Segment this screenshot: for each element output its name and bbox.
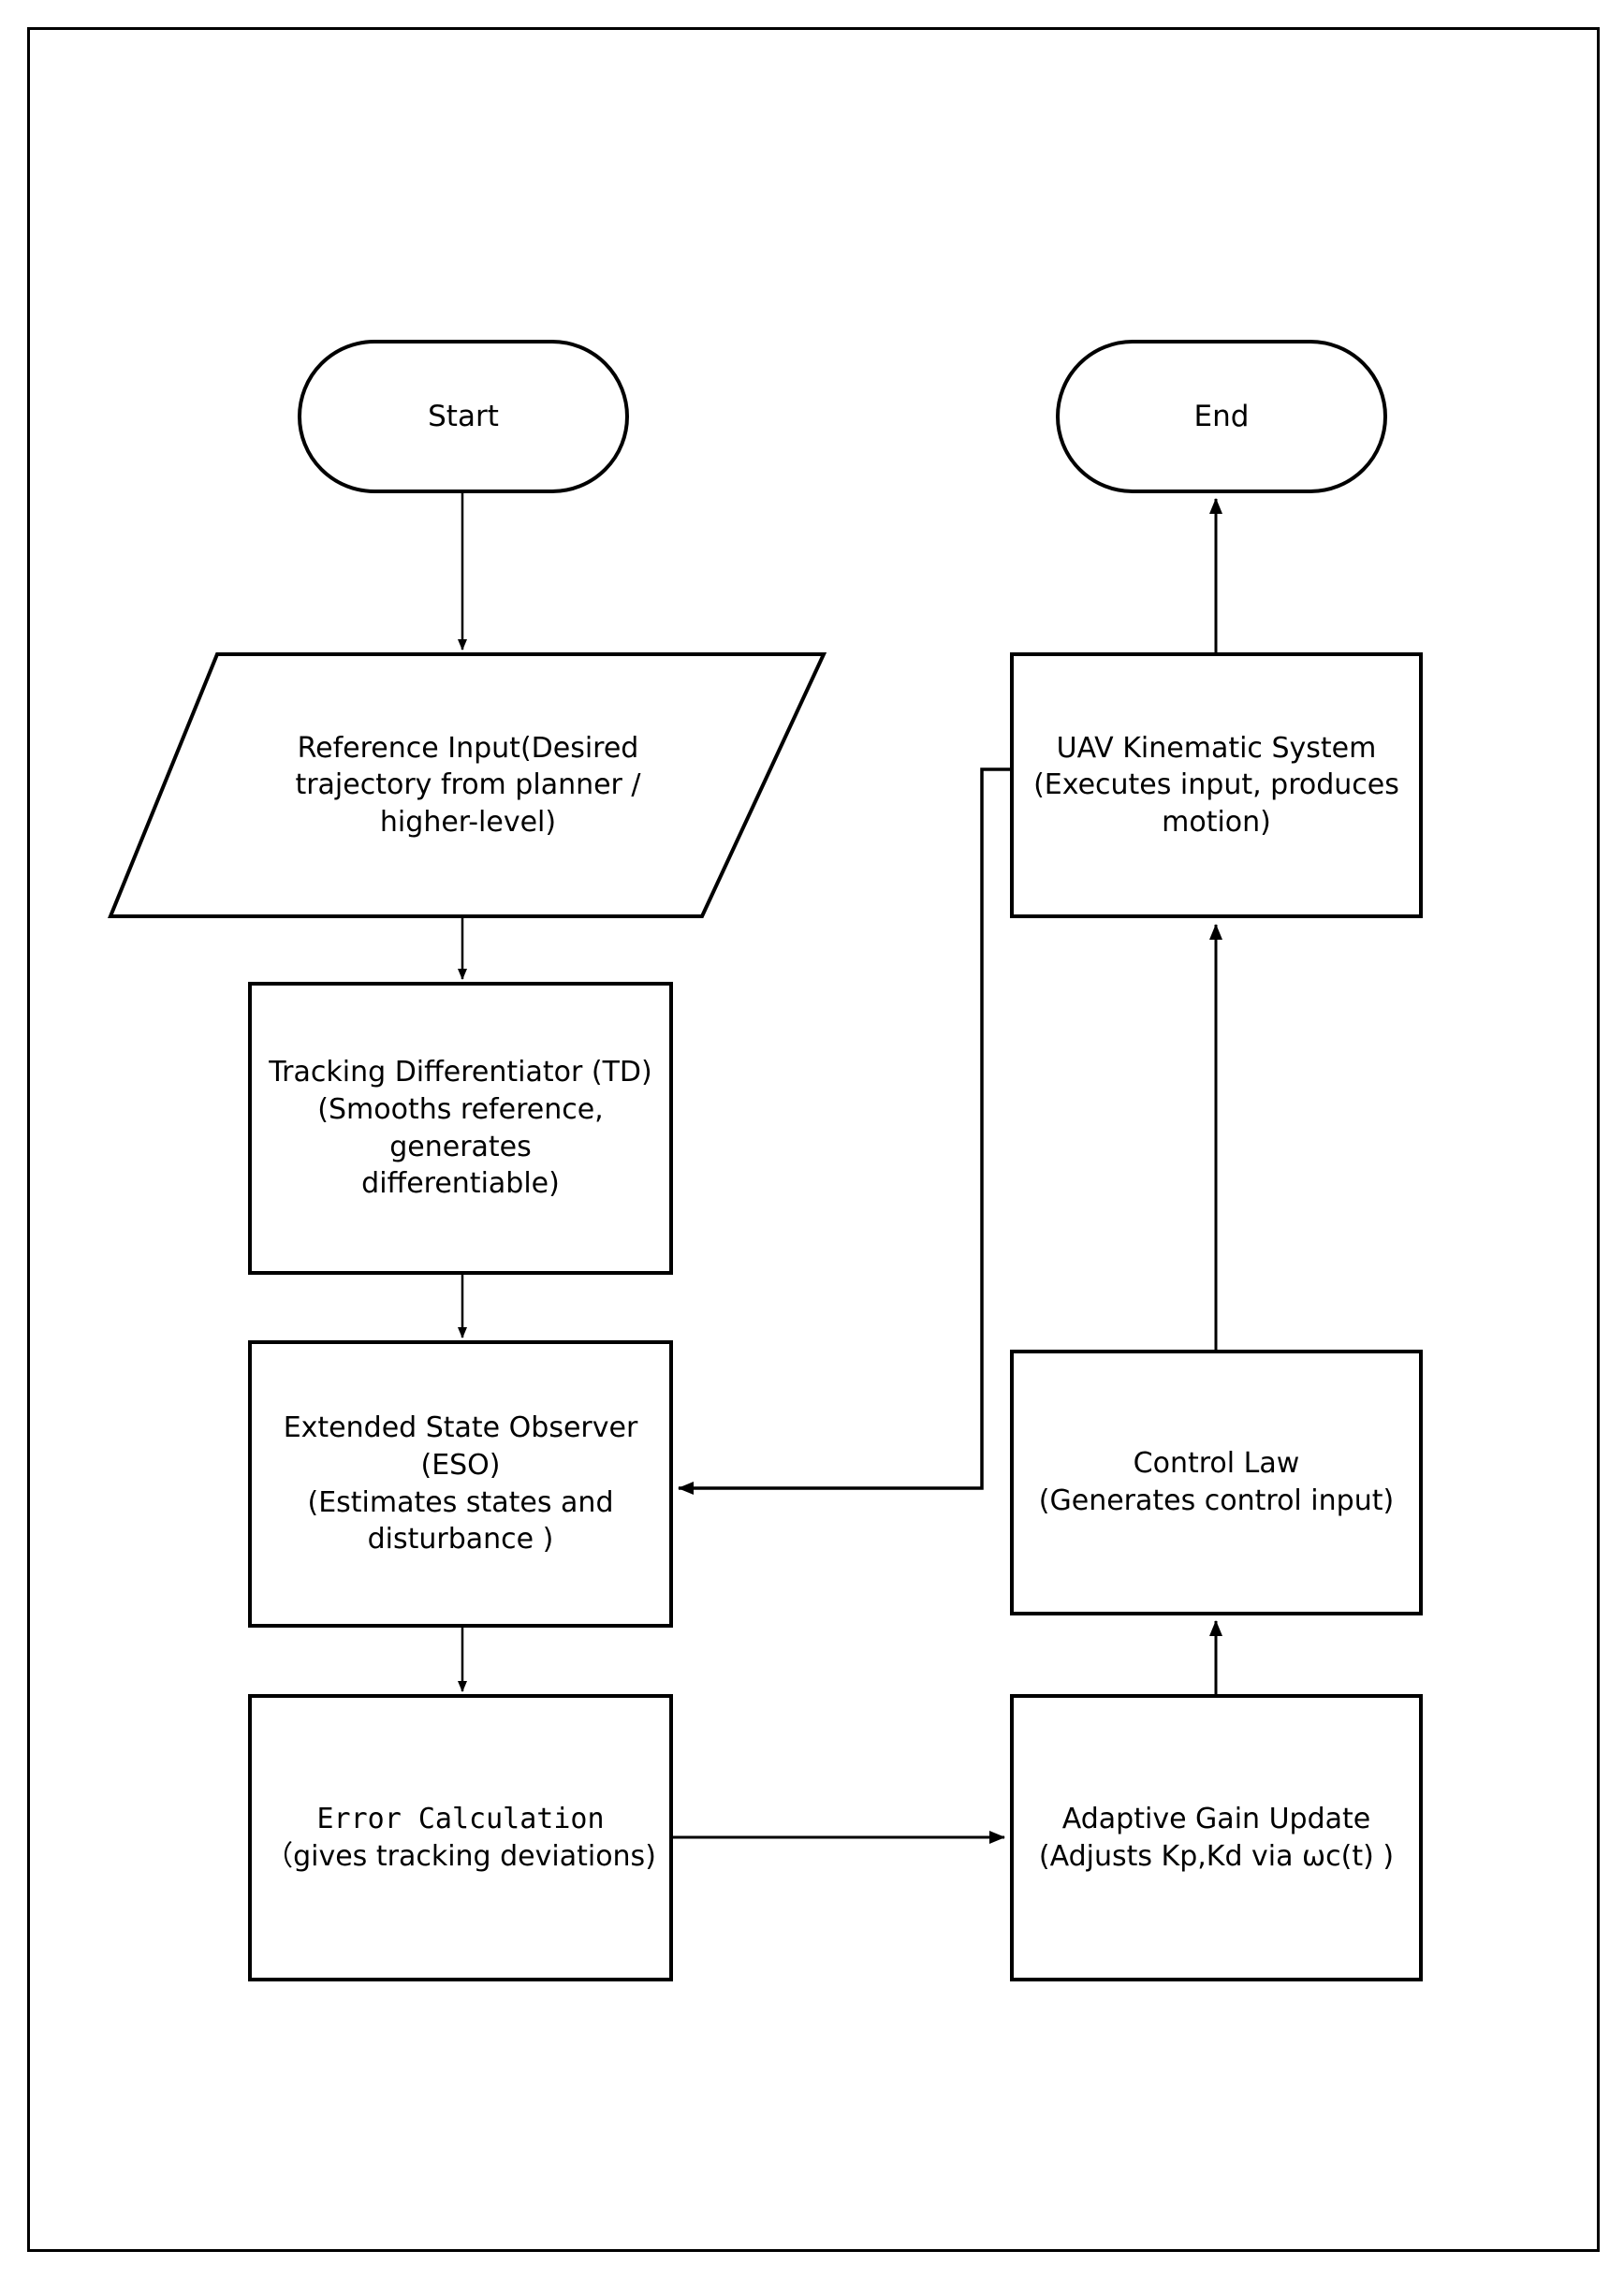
edge-uav-feedback-to-extended-state-observer xyxy=(678,767,1012,1495)
node-adaptive-gain-update-shape[interactable] xyxy=(1010,1694,1423,1981)
node-error-calculation-shape[interactable] xyxy=(248,1694,673,1981)
node-control-law-shape[interactable] xyxy=(1010,1350,1423,1615)
node-end-shape[interactable] xyxy=(1056,340,1387,493)
page-border xyxy=(27,27,1600,2252)
node-start-shape[interactable] xyxy=(298,340,629,493)
node-tracking-differentiator-shape[interactable] xyxy=(248,982,673,1275)
node-uav-kinematic-system-shape[interactable] xyxy=(1010,652,1423,918)
node-extended-state-observer-shape[interactable] xyxy=(248,1340,673,1628)
node-reference-input-shape[interactable] xyxy=(108,652,827,918)
